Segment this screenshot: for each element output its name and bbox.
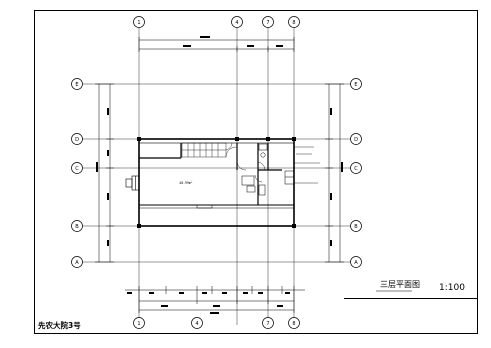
grid-lines — [82, 28, 356, 325]
axis-bubble-left-C: C — [71, 162, 83, 174]
svg-text:E: E — [75, 82, 78, 88]
door-swings — [225, 146, 266, 183]
axis-bubble-right-A: A — [350, 256, 362, 268]
axis-bubble-top-8: 8 — [288, 16, 300, 28]
column-markers — [137, 137, 296, 228]
bathroom-fixtures — [241, 143, 295, 196]
svg-text:D: D — [354, 137, 358, 143]
svg-text:B: B — [75, 224, 79, 230]
axis-bubble-top-4: 4 — [231, 16, 243, 28]
project-name: 先农大院3号 — [38, 320, 81, 330]
axis-bubble-top-7: 7 — [262, 16, 274, 28]
axis-bubble-right-D: D — [350, 133, 362, 145]
room-area-label: 40.99m² — [179, 181, 193, 185]
svg-text:A: A — [354, 260, 358, 266]
svg-text:E: E — [354, 82, 357, 88]
axis-bubble-right-E: E — [350, 78, 362, 90]
drawing-title: 三层平面图 — [380, 280, 420, 289]
dimension-lines-bottom — [125, 286, 305, 313]
axis-bubble-left-D: D — [71, 133, 83, 145]
outer-wall — [138, 138, 295, 227]
axis-bubble-right-C: C — [350, 162, 362, 174]
axis-bubble-left-B: B — [71, 220, 83, 232]
axis-bubble-top-1: 1 — [133, 16, 145, 28]
svg-text:4: 4 — [195, 321, 198, 327]
svg-text:A: A — [75, 260, 79, 266]
svg-text:C: C — [354, 166, 358, 172]
svg-text:8: 8 — [292, 20, 295, 26]
svg-text:4: 4 — [235, 20, 238, 26]
svg-text:7: 7 — [266, 321, 269, 327]
axis-bubble-bottom-8: 8 — [288, 317, 300, 329]
axis-bubble-bottom-7: 7 — [262, 317, 274, 329]
staircase — [181, 142, 233, 158]
svg-text:7: 7 — [266, 20, 269, 26]
dimension-figures — [96, 36, 343, 314]
drawing-scale: 1:100 — [439, 283, 465, 293]
svg-text:C: C — [75, 166, 79, 172]
window-left — [125, 175, 140, 191]
drawing-frame — [34, 10, 478, 334]
axis-bubble-left-A: A — [71, 256, 83, 268]
axis-bubble-bottom-1: 1 — [133, 317, 145, 329]
annotation-leaders — [294, 146, 320, 184]
svg-text:8: 8 — [292, 321, 295, 327]
window-south — [196, 204, 213, 209]
axis-bubble-bottom-4: 4 — [191, 317, 203, 329]
dimension-lines-top — [138, 37, 295, 52]
dimension-lines-right — [325, 83, 344, 263]
building-walls — [138, 138, 295, 227]
axis-bubble-right-B: B — [350, 220, 362, 232]
axis-bubble-left-E: E — [71, 78, 83, 90]
svg-text:1: 1 — [137, 20, 140, 26]
svg-text:D: D — [75, 137, 79, 143]
svg-text:B: B — [354, 224, 358, 230]
dimension-lines-left — [95, 83, 114, 263]
svg-text:1: 1 — [137, 321, 140, 327]
